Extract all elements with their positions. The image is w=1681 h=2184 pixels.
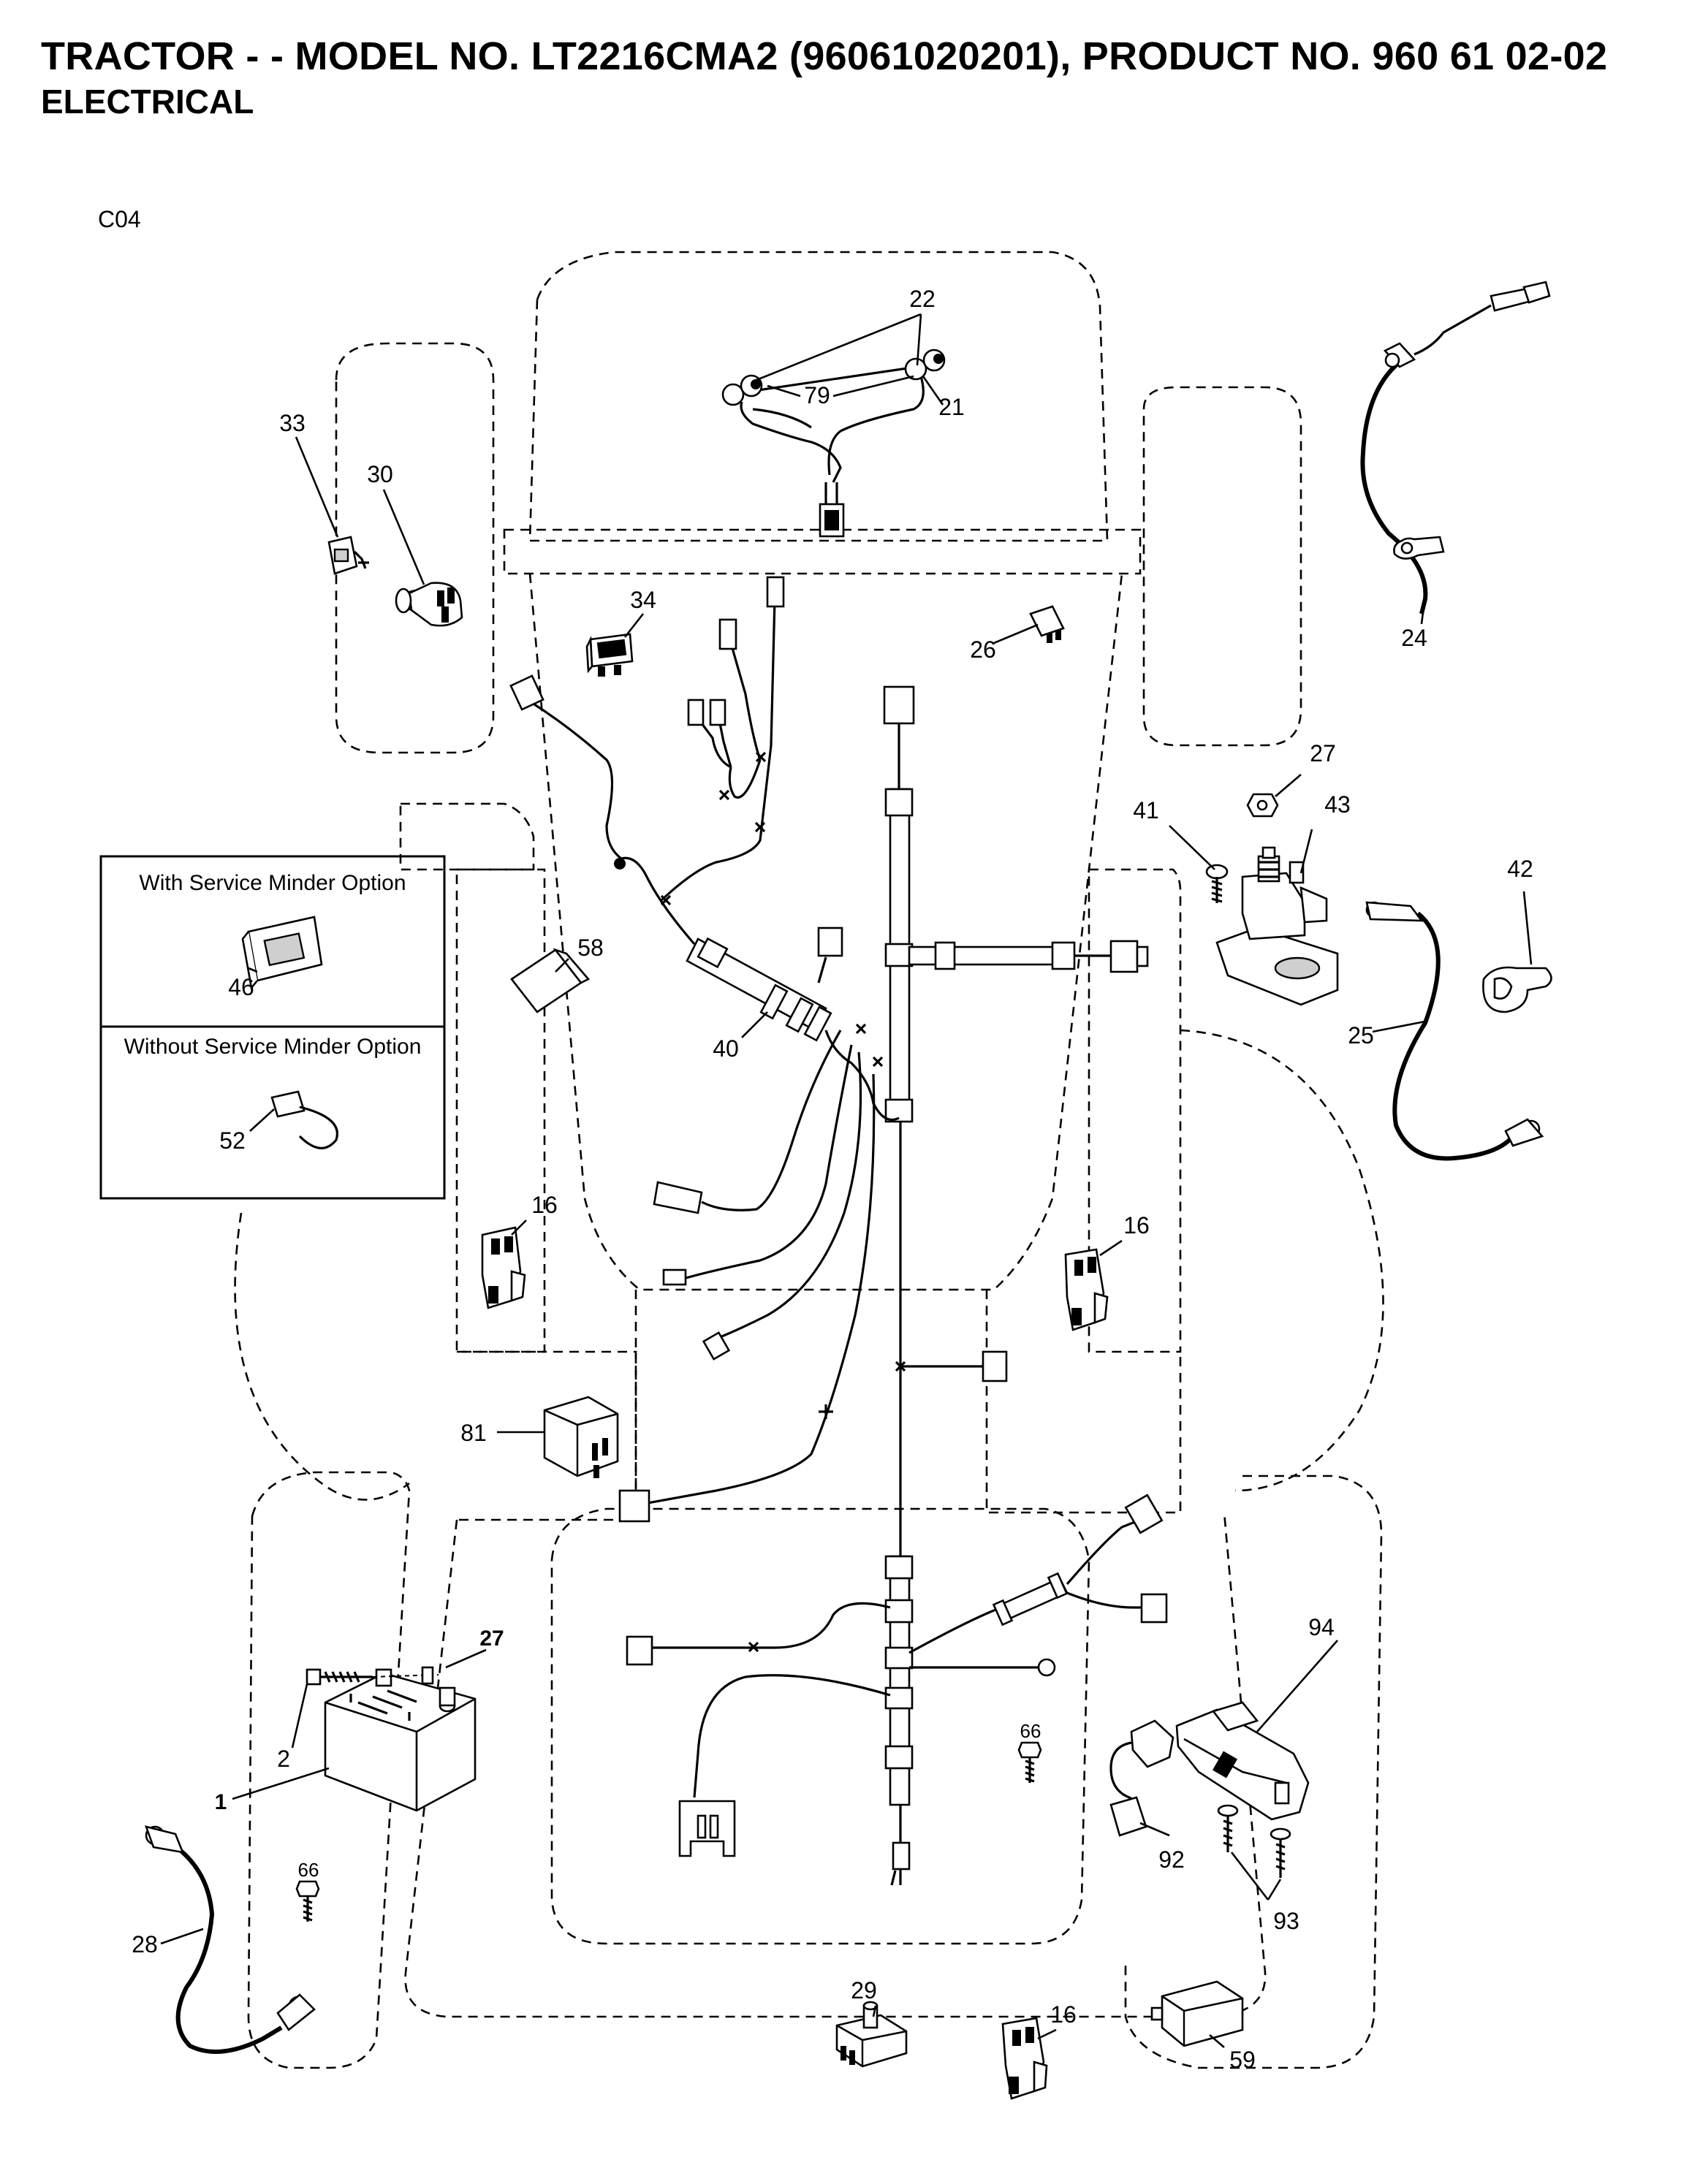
callout-46: 46 <box>228 974 254 1000</box>
callout-59: 59 <box>1229 2047 1256 2073</box>
screw-66-right <box>1017 1741 1042 1783</box>
interlock-switch-left <box>481 1226 526 1309</box>
callout-93: 93 <box>1273 1908 1299 1934</box>
callout-28: 28 <box>132 1931 158 1957</box>
diode-module <box>1150 1980 1244 2047</box>
fuse <box>1029 605 1065 643</box>
callout-16-bottom: 16 <box>1050 2001 1077 2028</box>
main-wire-harness <box>509 576 1168 1886</box>
starter-relay <box>543 1396 619 1478</box>
callouts: 22 79 21 33 30 34 26 24 27 41 43 42 25 5… <box>132 286 1533 2073</box>
screw-66-left <box>295 1880 320 1922</box>
ignition-key <box>327 536 369 575</box>
module-94 <box>1175 1701 1310 1821</box>
pto-switch <box>585 633 634 677</box>
callout-66-right: 66 <box>1020 1720 1041 1742</box>
callout-30: 30 <box>367 461 393 487</box>
battery-bolt <box>306 1666 439 1686</box>
jumper-plug <box>270 1090 338 1149</box>
callout-2: 2 <box>277 1746 290 1772</box>
battery-cable-25 <box>1365 901 1552 1161</box>
page-title: TRACTOR - - MODEL NO. LT2216CMA2 (960610… <box>41 34 1608 78</box>
callout-1: 1 <box>215 1790 227 1814</box>
callout-27-top: 27 <box>1310 740 1336 766</box>
callout-66-left: 66 <box>298 1859 319 1881</box>
callout-40: 40 <box>713 1035 739 1062</box>
diagram-code: C04 <box>98 206 141 232</box>
service-minder-option-box: With Service Minder Option Without Servi… <box>99 855 446 1200</box>
callout-52: 52 <box>219 1127 246 1154</box>
callout-79: 79 <box>804 382 830 408</box>
callout-42: 42 <box>1507 856 1533 882</box>
with-service-minder-label: With Service Minder Option <box>139 871 406 895</box>
battery-cable-28 <box>144 1825 316 2054</box>
callout-58: 58 <box>577 935 604 961</box>
connector-92 <box>1109 1719 1175 1837</box>
callout-16-right: 16 <box>1123 1212 1150 1239</box>
battery <box>324 1668 477 1812</box>
ignition-switch <box>395 582 463 627</box>
battery-cable-24 <box>1360 281 1551 615</box>
seat-switch <box>835 2001 908 2068</box>
page-subtitle: ELECTRICAL <box>41 83 254 121</box>
callout-43: 43 <box>1324 791 1351 818</box>
headlight-harness <box>721 349 946 538</box>
callout-26: 26 <box>970 636 996 663</box>
callout-16-left: 16 <box>531 1192 558 1218</box>
callout-21: 21 <box>938 394 965 420</box>
callout-41: 41 <box>1133 797 1159 823</box>
callout-29: 29 <box>851 1977 877 2004</box>
callout-92: 92 <box>1158 1846 1185 1873</box>
service-minder-display <box>241 916 323 991</box>
callout-94: 94 <box>1308 1614 1335 1640</box>
callout-27-battery: 27 <box>479 1626 504 1651</box>
callout-81: 81 <box>460 1420 487 1446</box>
screws-93 <box>1217 1804 1291 1878</box>
interlock-switch-right <box>1064 1248 1109 1331</box>
interlock-switch-bottom <box>1001 2017 1048 2100</box>
callout-33: 33 <box>279 410 306 436</box>
module-58 <box>510 948 591 1013</box>
starter-solenoid <box>1205 793 1339 1006</box>
tractor-outline <box>234 251 1384 2069</box>
callout-25: 25 <box>1348 1022 1374 1049</box>
without-service-minder-label: Without Service Minder Option <box>124 1035 422 1059</box>
callout-34: 34 <box>630 587 656 613</box>
callout-22: 22 <box>909 286 936 312</box>
callout-24: 24 <box>1401 625 1427 651</box>
leader-lines <box>160 313 1533 2048</box>
